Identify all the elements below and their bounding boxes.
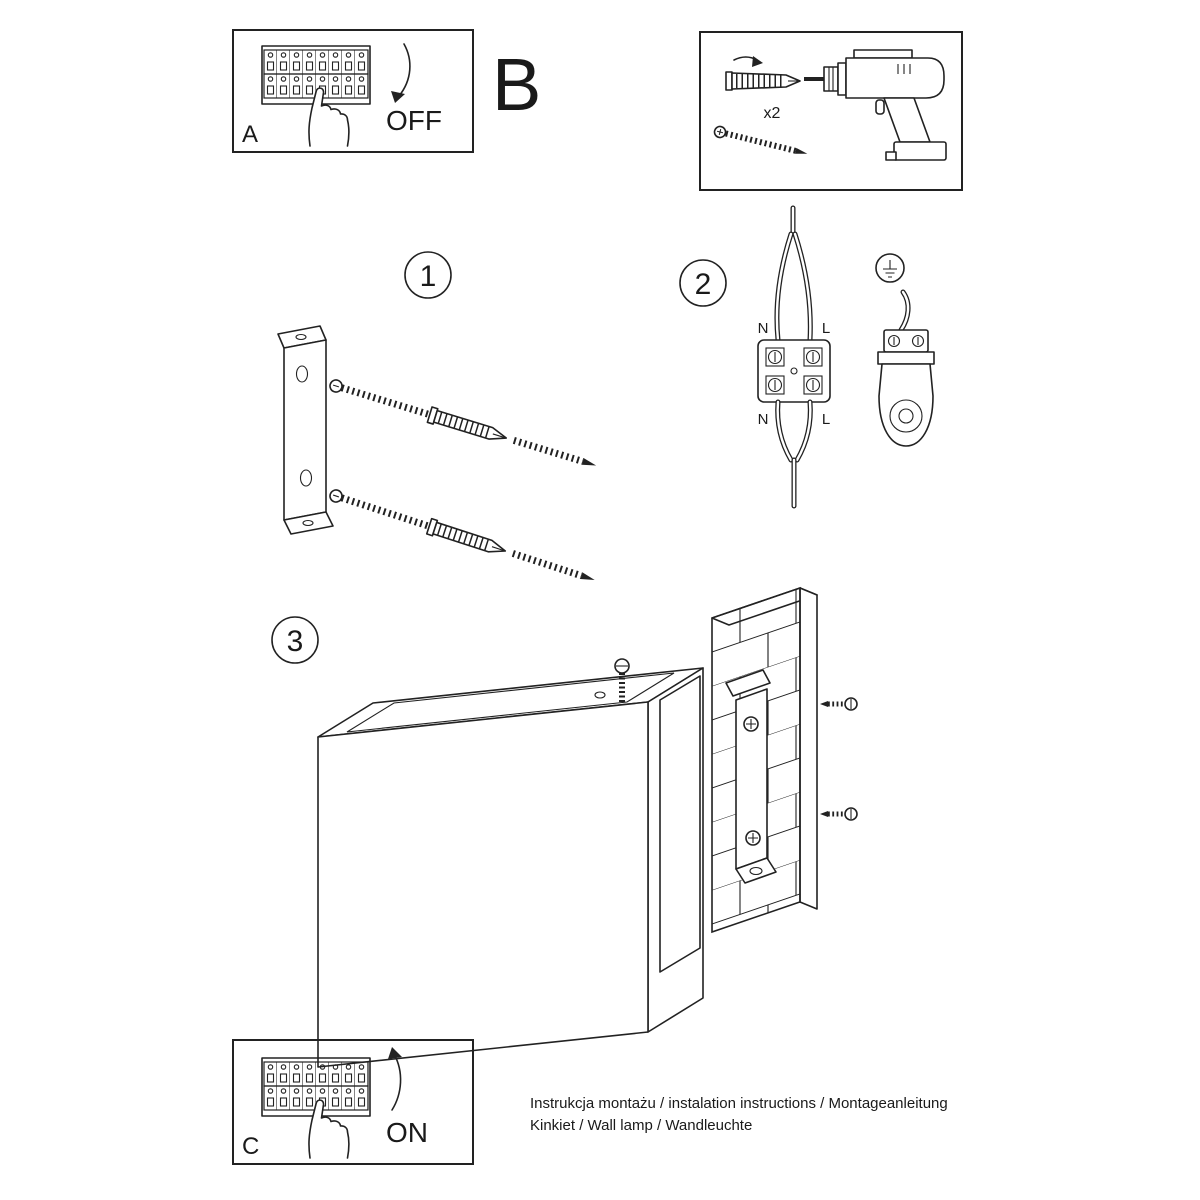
flip-up-arrow-icon bbox=[388, 1047, 402, 1111]
step-3-number: 3 bbox=[287, 625, 304, 658]
screw-anchor-row-1 bbox=[328, 377, 599, 474]
panel-c: ON C bbox=[232, 1039, 474, 1165]
anchor-quantity-label: x2 bbox=[764, 105, 781, 122]
wire-label-n-bottom: N bbox=[758, 411, 769, 428]
footer-line-2: Kinkiet / Wall lamp / Wandleuchte bbox=[530, 1117, 752, 1134]
earth-ground-icon bbox=[875, 253, 905, 283]
wall-bracket-icon bbox=[725, 669, 777, 884]
mounting-bracket-icon bbox=[277, 325, 334, 535]
parts-box-frame bbox=[699, 31, 963, 191]
footer: Instrukcja montażu / instalation instruc… bbox=[530, 1095, 948, 1134]
screw-icon bbox=[713, 125, 808, 154]
panel-a-switch-state: OFF bbox=[386, 105, 442, 136]
screw-anchor-row-2 bbox=[328, 487, 597, 588]
section-b-label: B bbox=[492, 43, 541, 126]
lamp-wires-icon bbox=[775, 399, 813, 509]
panel-a-label: A bbox=[242, 121, 258, 148]
step-1-badge bbox=[404, 251, 452, 299]
panel-a-frame bbox=[232, 29, 474, 153]
step-2-badge bbox=[679, 259, 727, 307]
back-plate-icon bbox=[659, 675, 701, 973]
step-1: 1 bbox=[277, 251, 599, 588]
wire-label-l-top: L bbox=[822, 320, 830, 337]
panel-c-switch-state: ON bbox=[386, 1117, 428, 1148]
wire-label-n-top: N bbox=[758, 320, 769, 337]
step-2-number: 2 bbox=[695, 268, 712, 301]
top-screw-icon bbox=[614, 658, 630, 702]
panel-a: OFF A bbox=[232, 29, 474, 153]
panel-c-label: C bbox=[242, 1133, 259, 1160]
parts-box: x2 bbox=[699, 31, 963, 191]
cube-lamp-icon bbox=[317, 667, 704, 1068]
drill-icon bbox=[804, 49, 947, 161]
step-2: 2 N L N L bbox=[679, 205, 935, 509]
step-1-number: 1 bbox=[420, 260, 437, 293]
step-3: 3 bbox=[271, 586, 858, 1068]
wire-label-l-bottom: L bbox=[822, 411, 830, 428]
terminal-block-icon bbox=[757, 339, 831, 403]
step-3-badge bbox=[271, 616, 319, 664]
panel-c-frame bbox=[232, 1039, 474, 1165]
wall-anchor-icon bbox=[725, 71, 801, 91]
insert-arrow-icon bbox=[733, 56, 763, 67]
footer-line-1: Instrukcja montażu / instalation instruc… bbox=[530, 1095, 948, 1112]
wall-screws-icon bbox=[820, 697, 858, 821]
supply-wires-icon bbox=[774, 205, 813, 343]
flip-down-arrow-icon bbox=[391, 43, 411, 103]
breaker-panel-hand-icon bbox=[261, 1057, 371, 1159]
breaker-panel-hand-icon bbox=[261, 45, 371, 147]
lamp-socket-icon bbox=[877, 289, 935, 447]
